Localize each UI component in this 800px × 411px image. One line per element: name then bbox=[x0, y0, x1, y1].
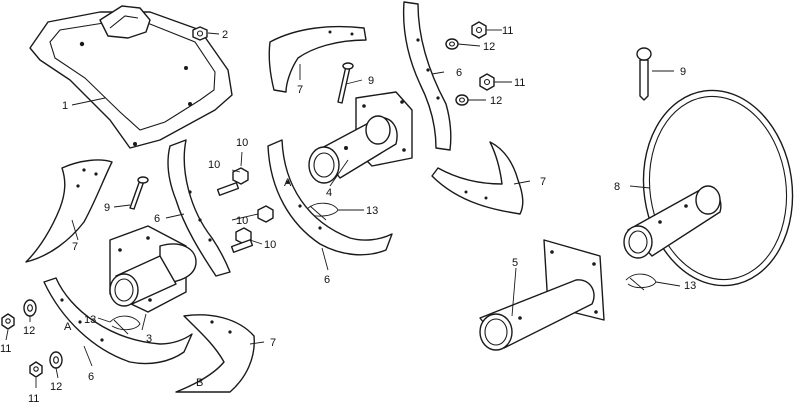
tine-7-top-middle bbox=[268, 25, 367, 93]
callout-12-lower-left-b: 12 bbox=[50, 381, 62, 393]
pin-9-right bbox=[636, 47, 652, 101]
callout-12-lower-left-a: 12 bbox=[23, 325, 35, 337]
tine-6-left-upper bbox=[167, 139, 231, 277]
tine-7-lower-middle: B bbox=[175, 314, 255, 393]
callout-9-right: 9 bbox=[680, 66, 686, 78]
tine-letter-b-lower: B bbox=[196, 377, 203, 389]
disk-wheel-8 bbox=[623, 89, 794, 287]
callout-1: 1 bbox=[62, 100, 68, 112]
clip-13-left bbox=[109, 315, 141, 335]
washer-12-top-upper bbox=[445, 38, 459, 50]
callout-10-upper: 10 bbox=[236, 137, 248, 149]
nut-11-lower-left-lower bbox=[29, 361, 43, 378]
pin-9-left bbox=[129, 176, 149, 210]
washer-12-lower-left-lower bbox=[49, 351, 63, 369]
callout-11-lower-left-b: 11 bbox=[28, 393, 39, 405]
callout-3: 3 bbox=[146, 333, 152, 345]
leader-lines bbox=[5, 29, 681, 388]
tine-6-top bbox=[402, 1, 452, 151]
callout-11-top-a: 11 bbox=[502, 25, 513, 37]
callout-11-top-b: 11 bbox=[514, 77, 525, 89]
tine-7-right-middle bbox=[431, 141, 524, 215]
clip-13-right bbox=[625, 273, 657, 291]
callout-6-top: 6 bbox=[456, 67, 462, 79]
hub-3 bbox=[109, 225, 197, 313]
fender-shield bbox=[29, 5, 233, 149]
callout-7-top-middle: 7 bbox=[297, 84, 303, 96]
callout-8: 8 bbox=[614, 181, 620, 193]
nut-11-top-upper bbox=[471, 21, 487, 39]
callout-10-left-upper: 10 bbox=[208, 159, 220, 171]
callout-9-middle: 9 bbox=[368, 75, 374, 87]
callout-2: 2 bbox=[222, 29, 228, 41]
callout-numbers: 1 2 3 4 5 6 6 6 6 7 7 7 7 8 9 9 9 10 10 … bbox=[0, 25, 696, 405]
bolt-10-mid-left bbox=[230, 205, 274, 253]
callout-13-right: 13 bbox=[684, 280, 696, 292]
callout-7-right-middle: 7 bbox=[540, 176, 546, 188]
callout-13-left: 13 bbox=[84, 314, 96, 326]
callout-9-left: 9 bbox=[104, 202, 110, 214]
pin-9-middle bbox=[337, 62, 354, 104]
callout-10-left-lower: 10 bbox=[236, 215, 248, 227]
axle-5 bbox=[479, 239, 605, 351]
callout-12-top-a: 12 bbox=[483, 41, 495, 53]
callout-11-lower-left-a: 11 bbox=[0, 343, 11, 355]
callout-10-right-lower: 10 bbox=[264, 239, 276, 251]
hub-4 bbox=[308, 91, 413, 184]
callout-7-lower-middle: 7 bbox=[270, 337, 276, 349]
callout-13-middle: 13 bbox=[366, 205, 378, 217]
bolt-10-upper-left bbox=[216, 167, 249, 196]
tine-6-middle: A bbox=[267, 139, 393, 256]
washer-12-lower-left-upper bbox=[23, 299, 37, 317]
nut-11-top-lower bbox=[479, 73, 495, 91]
callout-4: 4 bbox=[326, 187, 332, 199]
callout-6-left-upper: 6 bbox=[154, 213, 160, 225]
callout-7-left-upper: 7 bbox=[72, 241, 78, 253]
tine-letter-a-middle: A bbox=[284, 177, 292, 189]
callout-6-middle: 6 bbox=[324, 274, 330, 286]
callout-5: 5 bbox=[512, 257, 518, 269]
washer-12-top-lower bbox=[455, 94, 469, 106]
nut-2 bbox=[192, 26, 208, 41]
tine-letter-a-left: A bbox=[64, 321, 72, 333]
tine-7-left-upper bbox=[25, 159, 113, 263]
callout-6-lower-left: 6 bbox=[88, 371, 94, 383]
callout-12-top-b: 12 bbox=[490, 95, 502, 107]
nut-11-lower-left-upper bbox=[1, 313, 15, 330]
tine-6-lower-left: A bbox=[43, 277, 193, 365]
